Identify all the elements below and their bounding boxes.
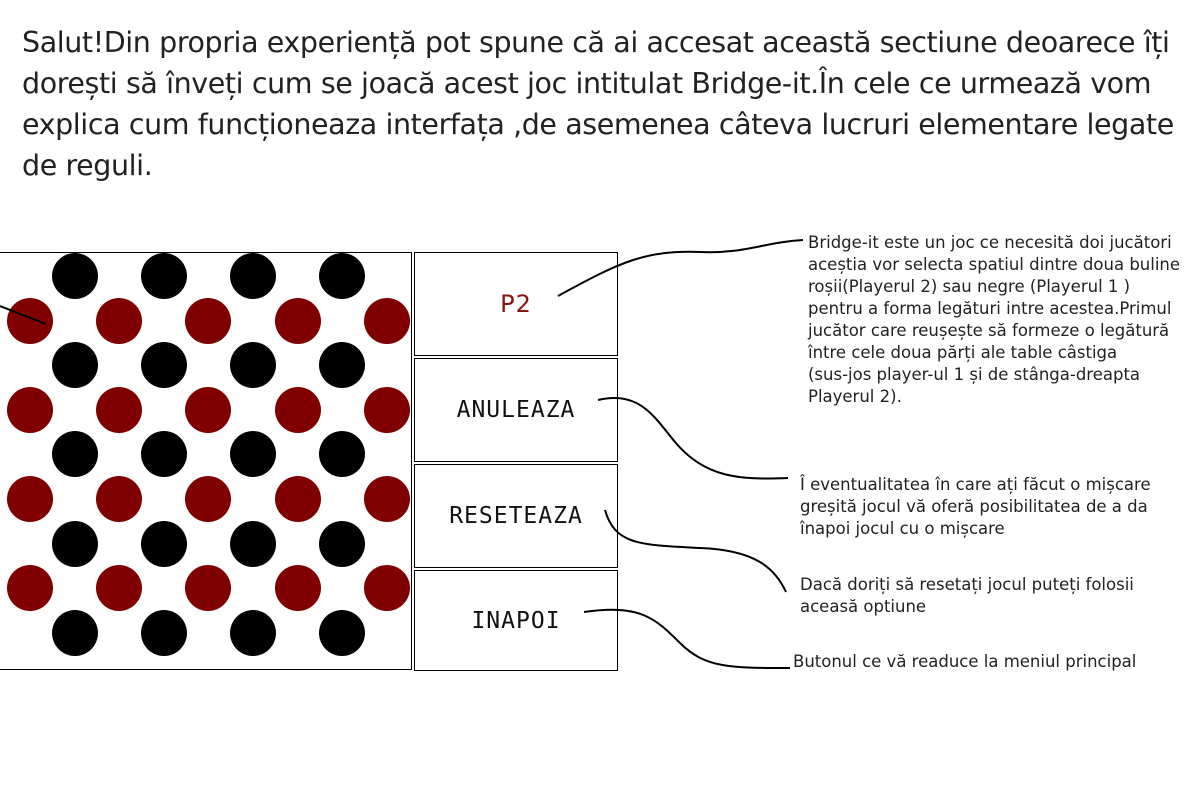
black-node [319, 342, 366, 389]
current-player-indicator: P2 [414, 252, 618, 356]
connector-back [583, 608, 791, 669]
red-node [7, 297, 53, 344]
black-node [140, 431, 187, 478]
note-line: (sus-jos player-ul 1 și de stânga-dreapt… [808, 365, 1141, 384]
game-board[interactable] [0, 252, 412, 670]
red-node [363, 297, 410, 344]
note-line: Dacă doriți să resetați jocul puteți fol… [800, 575, 1134, 594]
note-line: jucător care reușește să formeze o legăt… [808, 321, 1170, 340]
red-node [363, 476, 410, 522]
black-node [51, 431, 98, 478]
black-node [140, 520, 187, 567]
red-node [96, 386, 143, 433]
red-node [185, 476, 232, 522]
black-node [230, 431, 276, 478]
black-node [140, 609, 187, 656]
red-node [7, 476, 53, 522]
red-node [96, 297, 143, 344]
black-node [230, 520, 276, 567]
note-line: roșii(Playerul 2) sau negre (Playerul 1 … [808, 277, 1131, 296]
red-node [363, 386, 410, 433]
red-node [96, 476, 143, 522]
note-line: Playerul 2). [808, 387, 902, 406]
connector-board [0, 305, 47, 325]
black-node [51, 609, 98, 656]
black-node [319, 520, 366, 567]
red-node [96, 565, 143, 612]
connector-player [557, 239, 804, 297]
note-rules: Bridge-it este un joc ce necesită doi ju… [808, 232, 1180, 408]
red-node [7, 386, 53, 433]
intro-paragraph: Salut!Din propria experiență pot spune c… [22, 26, 1174, 182]
red-node [185, 386, 232, 433]
connector-reset [604, 509, 787, 593]
red-node [363, 565, 410, 612]
black-node [230, 609, 276, 656]
black-node [319, 431, 366, 478]
note-line: pentru a forma legături intre acestea.Pr… [808, 299, 1172, 318]
note-back: Butonul ce vă readuce la meniul principa… [793, 651, 1136, 673]
note-line: aceștia vor selecta spatiul dintre doua … [808, 255, 1181, 274]
undo-button[interactable]: ANULEAZA [414, 358, 618, 462]
back-button-label: INAPOI [471, 607, 561, 634]
black-node [140, 342, 187, 389]
black-node [140, 253, 187, 299]
red-node [274, 386, 321, 433]
current-player-label: P2 [500, 290, 532, 318]
note-line: între cele doua părți ale table câstiga [808, 343, 1118, 362]
black-node [51, 253, 98, 299]
red-node [185, 297, 232, 344]
note-line: greșită jocul vă oferă posibilitatea de … [800, 497, 1148, 516]
red-node [274, 476, 321, 522]
red-node [274, 565, 321, 612]
note-line: Î eventualitatea în care ați făcut o miș… [800, 475, 1151, 494]
black-node [319, 253, 366, 299]
black-node [230, 253, 276, 299]
note-line: Bridge-it este un joc ce necesită doi ju… [808, 233, 1172, 252]
note-undo: Î eventualitatea în care ați făcut o miș… [800, 474, 1151, 540]
connector-undo [597, 397, 789, 480]
red-node [274, 297, 321, 344]
reset-button-label: RESETEAZA [449, 503, 583, 529]
red-node [185, 565, 232, 612]
black-node [51, 520, 98, 567]
black-node [319, 609, 366, 656]
note-reset: Dacă doriți să resetați jocul puteți fol… [800, 574, 1134, 618]
note-line: aceasă optiune [800, 597, 927, 616]
reset-button[interactable]: RESETEAZA [414, 464, 618, 568]
note-line: înapoi jocul cu o mișcare [800, 519, 1005, 538]
red-node [7, 565, 53, 612]
undo-button-label: ANULEAZA [456, 397, 576, 423]
back-button[interactable]: INAPOI [414, 570, 618, 671]
black-node [51, 342, 98, 389]
note-line: Butonul ce vă readuce la meniul principa… [793, 652, 1137, 671]
black-node [230, 342, 276, 389]
